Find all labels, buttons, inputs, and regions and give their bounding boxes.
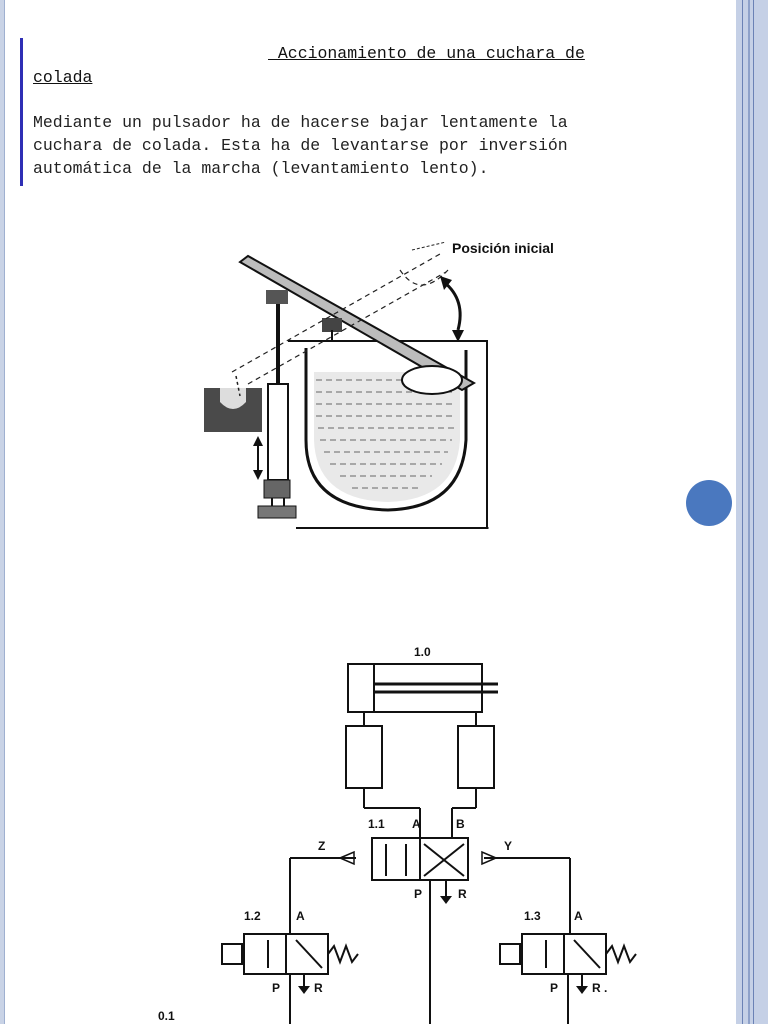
main-port-r-label: R <box>458 887 467 901</box>
valve-right-port-r: R . <box>592 981 607 995</box>
left-edge-rule <box>0 0 5 1024</box>
right-decorative-rail <box>736 0 768 1024</box>
body-line: Mediante un pulsador ha de hacerse bajar… <box>33 113 568 132</box>
main-valve-label: 1.1 <box>368 817 385 831</box>
text-panel <box>20 38 730 186</box>
main-port-p-label: P <box>414 887 422 901</box>
slide-bullet-dot <box>686 480 732 526</box>
page-title-continuation: colada <box>33 68 93 87</box>
valve-left-port-a: A <box>296 909 305 923</box>
port-a-label: A <box>412 817 421 831</box>
cylinder-label: 1.0 <box>414 645 431 659</box>
port-b-label: B <box>456 817 465 831</box>
initial-position-label: Posición inicial <box>452 240 554 256</box>
body-line: automática de la marcha (levantamiento l… <box>33 159 489 178</box>
valve-right-port-a: A <box>574 909 583 923</box>
accent-bar <box>20 38 23 186</box>
valve-right-label: 1.3 <box>524 909 541 923</box>
valve-right-port-p: P <box>550 981 558 995</box>
valve-left-label: 1.2 <box>244 909 261 923</box>
signal-y-label: Y <box>504 839 512 853</box>
signal-z-label: Z <box>318 839 325 853</box>
valve-left-port-r: R <box>314 981 323 995</box>
page-title: Accionamiento de una cuchara de <box>268 44 585 63</box>
supply-label: 0.1 <box>158 1009 175 1023</box>
body-paragraph: Mediante un pulsador ha de hacerse bajar… <box>33 111 733 180</box>
valve-left-port-p: P <box>272 981 280 995</box>
body-line: cuchara de colada. Esta ha de levantarse… <box>33 136 568 155</box>
